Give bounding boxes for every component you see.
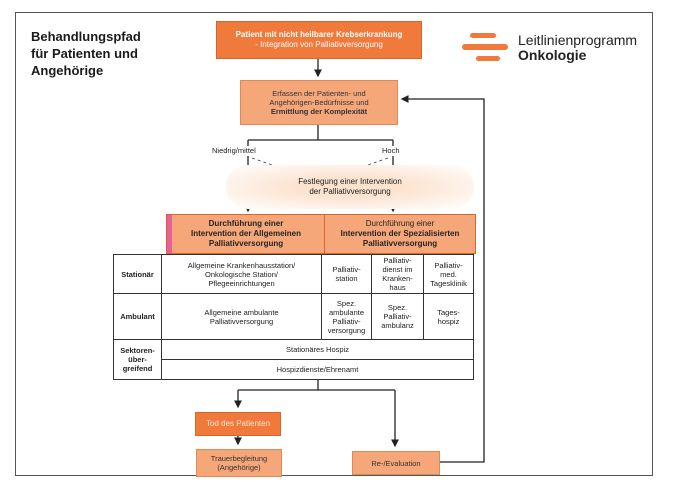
branch-label-low: Niedrig/mittel (212, 146, 256, 155)
cell-amb-s1: Spez. ambulante Palliativ- versorgung (321, 293, 372, 340)
special-header-line-2: Intervention der Spezialisierten (340, 229, 460, 238)
general-header-line-2: Intervention der Allgemeinen (191, 229, 301, 238)
grief-line-2: (Angehörige) (217, 463, 261, 472)
brand-name: Leitlinienprogramm Onkologie (518, 33, 637, 63)
assessment-line-2: Angehörigen-Bedürfnisse und (269, 98, 369, 107)
specialized-palliative-header: Durchführung einer Intervention der Spez… (324, 214, 476, 254)
cell-stat-general: Allgemeine Krankenhausstation/ Onkologis… (161, 254, 322, 294)
assessment-line-3: Ermittlung der Komplexität (270, 107, 368, 116)
header-accent-bar (167, 215, 172, 253)
assessment-box: Erfassen der Patienten- und Angehörigen-… (240, 80, 398, 125)
page-title: Behandlungspfad für Patienten und Angehö… (31, 29, 141, 78)
cell-stat-s2: Palliativ- dienst im Kranken- haus (371, 254, 424, 294)
cell-amb-s1-text: Spez. ambulante Palliativ- versorgung (327, 298, 366, 335)
decision-line-2: der Palliativversorgung (309, 187, 391, 196)
patient-box: Patient mit nicht heilbarer Krebserkrank… (216, 21, 422, 59)
decision-cloud: Festlegung einer Intervention der Pallia… (226, 165, 474, 209)
cell-sektor-hospiz: Stationäres Hospiz (161, 339, 474, 360)
cell-amb-s3-text: Tages- hospiz (437, 307, 460, 326)
cell-stat-s1-text: Palliativ- station (332, 265, 361, 283)
cell-sektor-ehrenamt: Hospizdienste/Ehrenamt (161, 359, 474, 380)
reevaluation-box: Re-/Evaluation (352, 451, 440, 475)
general-header-line-1: Durchführung einer (208, 219, 284, 228)
row-header-sektor: Sektoren- über- greifend (113, 339, 162, 380)
grief-support-box: Trauerbegleitung (Angehörige) (196, 449, 282, 477)
table-row-sektor-2: Hospizdienste/Ehrenamt (114, 359, 474, 380)
feedback-loop (400, 95, 485, 463)
leitlinien-logo-icon (462, 33, 508, 61)
special-header-line-3: Palliativversorgung (362, 239, 438, 248)
cell-amb-s2: Spez. Palliativ- ambulanz (371, 293, 424, 340)
care-settings-table: Stationär Allgemeine Krankenhausstation/… (113, 254, 474, 380)
cell-stat-s1: Palliativ- station (321, 254, 372, 294)
table-row-stationaer: Stationär Allgemeine Krankenhausstation/… (113, 254, 474, 294)
cell-stat-general-text: Allgemeine Krankenhausstation/ Onkologis… (187, 260, 296, 288)
cell-amb-s3: Tages- hospiz (423, 293, 474, 340)
row-header-stationaer: Stationär (113, 254, 162, 294)
logo-bar-3 (476, 56, 500, 61)
table-row-sektor-1: Sektoren- über- greifend Stationäres Hos… (113, 339, 474, 380)
logo-bar-1 (470, 33, 496, 38)
row-header-ambulant: Ambulant (113, 293, 162, 340)
death-box: Tod des Patienten (195, 412, 281, 436)
special-header-line-1: Durchführung einer (365, 219, 435, 228)
grief-line-1: Trauerbegleitung (210, 454, 268, 463)
brand-line-2: Onkologie (518, 47, 587, 63)
cell-stat-s3-text: Palliativ- med. Tagesklinik (430, 260, 467, 288)
general-palliative-header: Durchführung einer Intervention der Allg… (166, 214, 326, 254)
decision-line-1: Festlegung einer Intervention (298, 177, 402, 186)
cell-amb-general: Allgemeine ambulante Palliativversorgung (161, 293, 322, 340)
assessment-line-1: Erfassen der Patienten- und (272, 89, 366, 98)
brand-line-1: Leitlinienprogramm (518, 32, 638, 48)
logo-bar-2 (462, 44, 508, 50)
cell-stat-s2-text: Palliativ- dienst im Kranken- haus (382, 256, 413, 292)
row-header-sektor-text: Sektoren- über- greifend (120, 346, 155, 373)
branch-label-high: Hoch (382, 146, 400, 155)
patient-box-line-1: Patient mit nicht heilbarer Krebserkrank… (235, 30, 403, 39)
cell-amb-s2-text: Spez. Palliativ- ambulanz (381, 303, 414, 330)
table-row-ambulant: Ambulant Allgemeine ambulante Palliativv… (113, 293, 474, 340)
cell-stat-s3: Palliativ- med. Tagesklinik (423, 254, 474, 294)
general-header-line-3: Palliativversorgung (208, 239, 284, 248)
cell-amb-general-text: Allgemeine ambulante Palliativversorgung (204, 307, 279, 326)
patient-box-line-2: - Integration von Palliativversorgung (255, 40, 383, 49)
